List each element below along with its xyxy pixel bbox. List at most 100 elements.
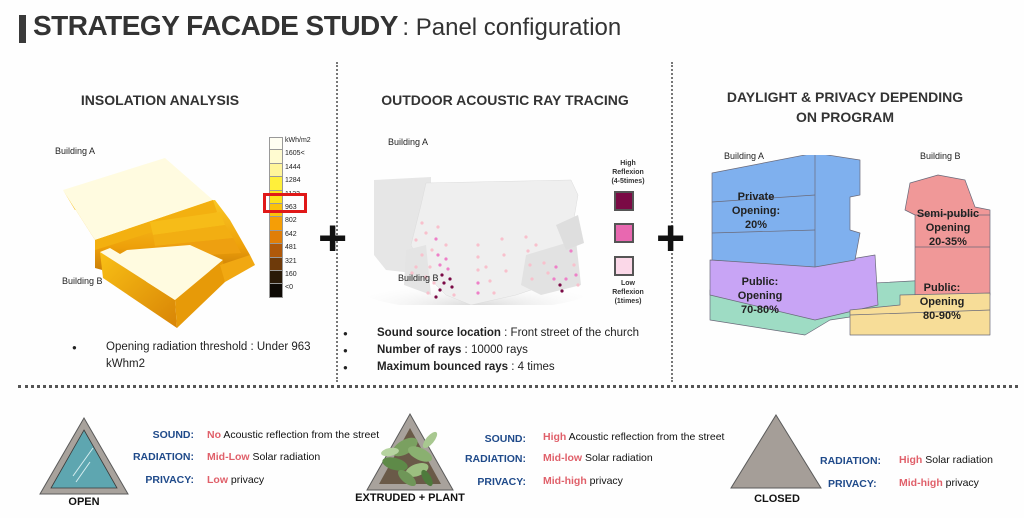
- semi-public-zone: [904, 174, 991, 296]
- zone-label-line: Private: [737, 191, 775, 203]
- ray-hit-dot: [438, 263, 442, 267]
- ray-hit-dot: [484, 265, 488, 269]
- ray-hit-dot: [558, 283, 562, 287]
- ray-hit-dot: [530, 277, 534, 281]
- bullet-key: Maximum bounced rays: [377, 361, 509, 373]
- ray-hit-dot: [444, 243, 448, 247]
- ray-hit-dot: [572, 263, 576, 267]
- page-title-main: STRATEGY FACADE STUDY: [33, 10, 398, 41]
- public-zone-a-label: Public: Opening 70-80%: [720, 275, 800, 317]
- strategy-name-closed: CLOSED: [754, 493, 800, 505]
- legend-unit: kWh/m2: [285, 137, 311, 144]
- ray-hit-dot: [476, 291, 480, 295]
- strategy-key: PRIVACY:: [145, 474, 194, 486]
- acoustic-building-b-label: Building B: [398, 273, 439, 283]
- reflexion-legend-low: Low Reflexion (1times): [604, 279, 652, 306]
- ray-hit-dot: [428, 265, 432, 269]
- legend-swatch: [269, 217, 283, 231]
- strategy-value: High Acoustic reflection from the street: [543, 431, 724, 443]
- strategy-level: No: [207, 429, 221, 441]
- page-title-subtitle: : Panel configuration: [402, 14, 622, 41]
- ray-hit-points: [410, 221, 580, 299]
- plus-icon: +: [318, 210, 348, 266]
- zone-label-line: Semi-public: [916, 208, 980, 220]
- legend-label: 1284: [285, 177, 301, 185]
- private-zone: [711, 155, 861, 268]
- strategy-key: SOUND:: [152, 429, 194, 441]
- bullet-value: : Front street of the church: [500, 327, 640, 339]
- legend-low-line: (1times): [614, 298, 642, 305]
- strategy-name-extruded-plant: EXTRUDED + PLANT: [355, 492, 465, 504]
- strategy-value: Mid-high privacy: [899, 477, 979, 489]
- ray-hit-dot: [432, 281, 436, 285]
- ray-hit-dot: [526, 249, 530, 253]
- strategy-desc: Acoustic reflection from the street: [221, 429, 380, 441]
- plus-icon: +: [656, 210, 686, 266]
- ray-hit-dot: [546, 271, 550, 275]
- acoustic-bullet: Maximum bounced rays : 4 times: [343, 359, 663, 376]
- strategy-level: High: [543, 431, 567, 443]
- ray-hit-dot: [434, 295, 438, 299]
- strategy-desc: Solar radiation: [249, 451, 321, 463]
- strategy-desc: privacy: [228, 474, 265, 486]
- ray-hit-dot: [442, 281, 446, 285]
- strategy-value: High Solar radiation: [899, 454, 993, 466]
- strategy-key: PRIVACY:: [828, 478, 877, 490]
- strategy-level: Low: [207, 474, 228, 486]
- legend-label: 321: [285, 257, 297, 265]
- ray-hit-dot: [528, 263, 532, 267]
- legend-low-line: Low: [621, 280, 635, 287]
- zone-label-line: Opening: [925, 222, 971, 234]
- insolation-legend: [269, 137, 283, 298]
- public-zone-b: [849, 292, 991, 336]
- building-b-side: [100, 252, 177, 328]
- ray-hit-dot: [502, 253, 506, 257]
- insolation-building-a-label: Building A: [55, 146, 96, 156]
- legend-swatch: [269, 137, 283, 151]
- strategy-level: Mid-Low: [207, 451, 250, 463]
- acoustic-model: [366, 177, 591, 305]
- ray-hit-dot: [438, 288, 442, 292]
- horizontal-divider: [18, 385, 1018, 388]
- ray-hit-dot: [424, 231, 428, 235]
- legend-label: 802: [285, 217, 297, 225]
- ray-hit-dot: [448, 277, 452, 281]
- legend-high-line: High: [620, 160, 636, 167]
- building-a-roof: [63, 158, 213, 240]
- strategy-desc: privacy: [586, 475, 623, 487]
- legend-high-line: (4-5times): [611, 178, 645, 185]
- strategy-key: SOUND:: [484, 433, 526, 445]
- strategy-value: Mid-high privacy: [543, 475, 623, 487]
- plant-foliage-icon: [381, 431, 438, 487]
- ray-hit-dot: [554, 265, 558, 269]
- strategy-level: High: [899, 454, 923, 466]
- ray-hit-dot: [410, 271, 414, 275]
- ray-hit-dot: [446, 267, 450, 271]
- strategy-key: RADIATION:: [820, 455, 882, 467]
- daylight-building-a-label: Building A: [724, 151, 765, 161]
- zone-label-line: Opening: [737, 290, 783, 302]
- open-panel-icon: [39, 417, 129, 495]
- title-accent-bar: [19, 15, 26, 43]
- strategy-desc: Solar radiation: [582, 452, 653, 464]
- section-divider-2: [671, 62, 673, 382]
- bullet-value: : 4 times: [508, 361, 555, 373]
- legend-low-line: Reflexion: [612, 289, 644, 296]
- ray-hit-dot: [444, 257, 448, 261]
- legend-label: 963: [285, 203, 297, 211]
- insolation-model: [63, 158, 255, 328]
- legend-label: <0: [285, 284, 293, 292]
- legend-label: 160: [285, 270, 297, 278]
- ray-hit-dot: [500, 237, 504, 241]
- strategy-level: Mid-low: [543, 452, 583, 464]
- reflexion-legend-high: High Reflexion (4-5times): [604, 159, 652, 186]
- strategy-desc: Solar radiation: [922, 454, 993, 466]
- ray-hit-dot: [434, 237, 438, 241]
- insolation-heading: INSOLATION ANALYSIS: [80, 92, 240, 108]
- acoustic-bullet: Number of rays : 10000 rays: [343, 342, 663, 359]
- ray-hit-dot: [420, 253, 424, 257]
- ray-hit-dot: [552, 277, 556, 281]
- insolation-notes: Opening radiation threshold : Under 963 …: [72, 339, 322, 373]
- legend-label: 1444: [285, 163, 301, 171]
- legend-label: 1605<: [285, 150, 305, 158]
